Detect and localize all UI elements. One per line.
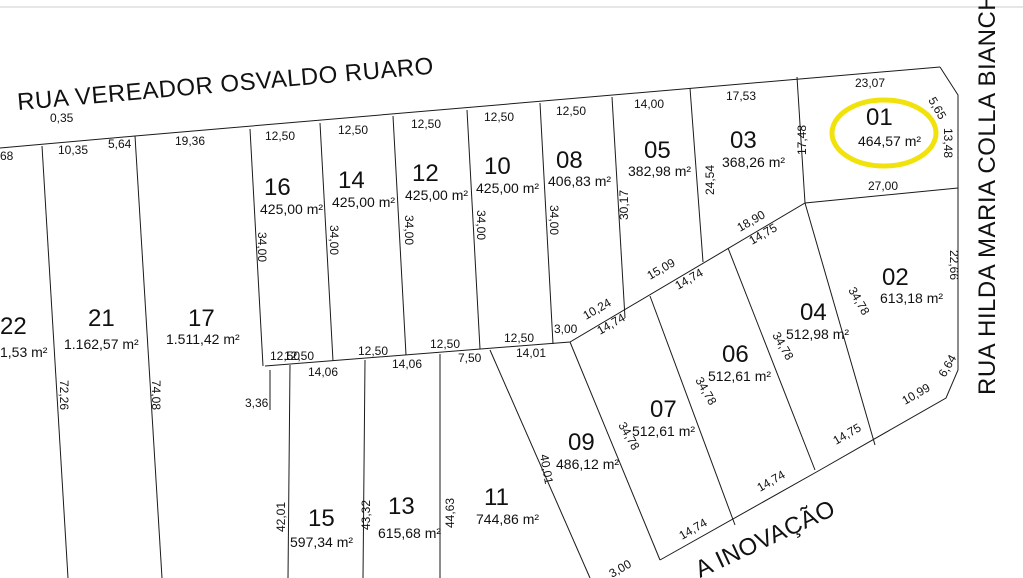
dimension-label: 34,00 — [255, 232, 269, 262]
dimension-label: 14,74 — [677, 515, 710, 542]
lot-number: 10 — [484, 153, 511, 180]
dimension-label: 12,50 — [265, 129, 295, 143]
dimension-label: 14,74 — [673, 265, 706, 292]
lot-area: 382,98 m² — [628, 163, 691, 179]
dimension-label: 14,00 — [634, 97, 664, 111]
dimension-label: 34,00 — [474, 210, 488, 240]
lot-number: 13 — [388, 493, 415, 520]
dimension-label: 27,00 — [868, 179, 898, 193]
dimension-label: 10,99 — [900, 380, 933, 407]
lot-area: 425,00 m² — [332, 194, 395, 210]
dimension-label: 15,09 — [645, 255, 678, 282]
lot-area: 1,53 m² — [0, 344, 48, 360]
dimension-label: 12,50 — [484, 110, 514, 124]
dimension-label: 12,50 — [270, 349, 300, 363]
dimension-label: 19,36 — [175, 134, 205, 148]
lot-number: 12 — [412, 160, 439, 187]
lot-area: 464,57 m² — [858, 133, 921, 149]
lot-number: 03 — [730, 127, 757, 154]
lot-area: 406,83 m² — [548, 173, 611, 189]
dimension-label: 0,35 — [50, 111, 74, 125]
dimension-label: 22,66 — [947, 250, 961, 280]
lot-area: 615,68 m² — [378, 525, 441, 541]
east-boundary — [659, 66, 959, 561]
lot-number: 05 — [644, 137, 671, 164]
lot-area: 425,00 m² — [405, 187, 468, 203]
dimension-label: 14,06 — [308, 365, 338, 379]
dimension-label: 40,01 — [537, 453, 556, 485]
dimension-label: 17,53 — [726, 89, 756, 103]
lot-area: 425,00 m² — [476, 180, 539, 196]
dimension-label: 3,00 — [607, 557, 635, 578]
dimension-label: 72,26 — [57, 380, 71, 410]
dimension-label: 12,50 — [284, 349, 314, 363]
dimension-label: 3,36 — [245, 396, 269, 410]
lot-number: 07 — [650, 396, 677, 423]
lot-number: 02 — [882, 264, 909, 291]
dimension-label: 34,00 — [402, 215, 416, 245]
lot-area: 613,18 m² — [880, 290, 943, 306]
lot-number: 01 — [866, 104, 893, 131]
dimension-label: 17,48 — [795, 125, 809, 155]
dimension-label: 12,50 — [338, 123, 368, 137]
lot-area: 512,98 m² — [786, 326, 849, 342]
dimension-label: 14,06 — [392, 357, 422, 371]
street-east: RUA HILDA MARIA COLLA BIANCHI — [974, 0, 1001, 395]
lot-number: 15 — [308, 505, 335, 532]
dimension-label: 74,08 — [149, 380, 163, 410]
dimension-label: 23,07 — [855, 76, 885, 90]
dimension-label: 12,50 — [504, 331, 534, 345]
dimension-label: 13,48 — [941, 128, 955, 158]
dimension-label: 12,50 — [358, 344, 388, 358]
lot-area: 1.162,57 m² — [64, 336, 139, 352]
dimension-label: 30,17 — [617, 190, 631, 220]
lot-01-highlight — [829, 97, 939, 169]
dimension-label: 5,64 — [108, 137, 132, 151]
lot-area: 597,34 m² — [290, 534, 353, 550]
dimension-label: 14,01 — [516, 346, 546, 360]
dimension-label: 14,75 — [831, 420, 864, 447]
lot-number: 16 — [264, 174, 291, 201]
dimension-label: 12,50 — [556, 104, 586, 118]
lot-area: 425,00 m² — [260, 201, 323, 217]
lot-area: 512,61 m² — [632, 423, 695, 439]
dimension-label: 7,50 — [458, 351, 482, 365]
lot-number: 21 — [88, 305, 115, 332]
lot-number: 04 — [800, 299, 827, 326]
lot-number: 06 — [722, 341, 749, 368]
dimension-label: 3,00 — [554, 322, 578, 336]
dimension-label: 44,63 — [443, 498, 457, 528]
dimension-label: 34,78 — [845, 285, 872, 318]
dimension-label: 10,35 — [58, 143, 88, 157]
dimension-label: 24,54 — [703, 165, 717, 195]
lot-number: 09 — [568, 429, 595, 456]
dimension-label: 12,50 — [430, 337, 460, 351]
lot-number: 08 — [556, 147, 583, 174]
dimension-label: 34,00 — [327, 225, 341, 255]
lot-number: 22 — [0, 313, 27, 340]
lot-number: 14 — [338, 167, 365, 194]
lot-area: 744,86 m² — [476, 511, 539, 527]
street-north: RUA VEREADOR OSVALDO RUARO — [16, 53, 435, 116]
lot-area: 368,26 m² — [722, 154, 785, 170]
lot-area: 486,12 m² — [556, 456, 619, 472]
dimension-label: 68 — [0, 149, 14, 163]
dimension-label: 12,50 — [411, 117, 441, 131]
street-south: A INOVAÇÃO — [691, 495, 840, 578]
dimension-label: 34,00 — [547, 205, 561, 235]
dimension-label: 42,01 — [274, 502, 288, 532]
lot-area: 1.511,42 m² — [166, 331, 240, 347]
lot-number: 17 — [188, 305, 215, 332]
lot-number: 11 — [484, 484, 509, 511]
lot-area: 512,61 m² — [708, 368, 771, 384]
dimension-label: 43,32 — [359, 500, 373, 530]
